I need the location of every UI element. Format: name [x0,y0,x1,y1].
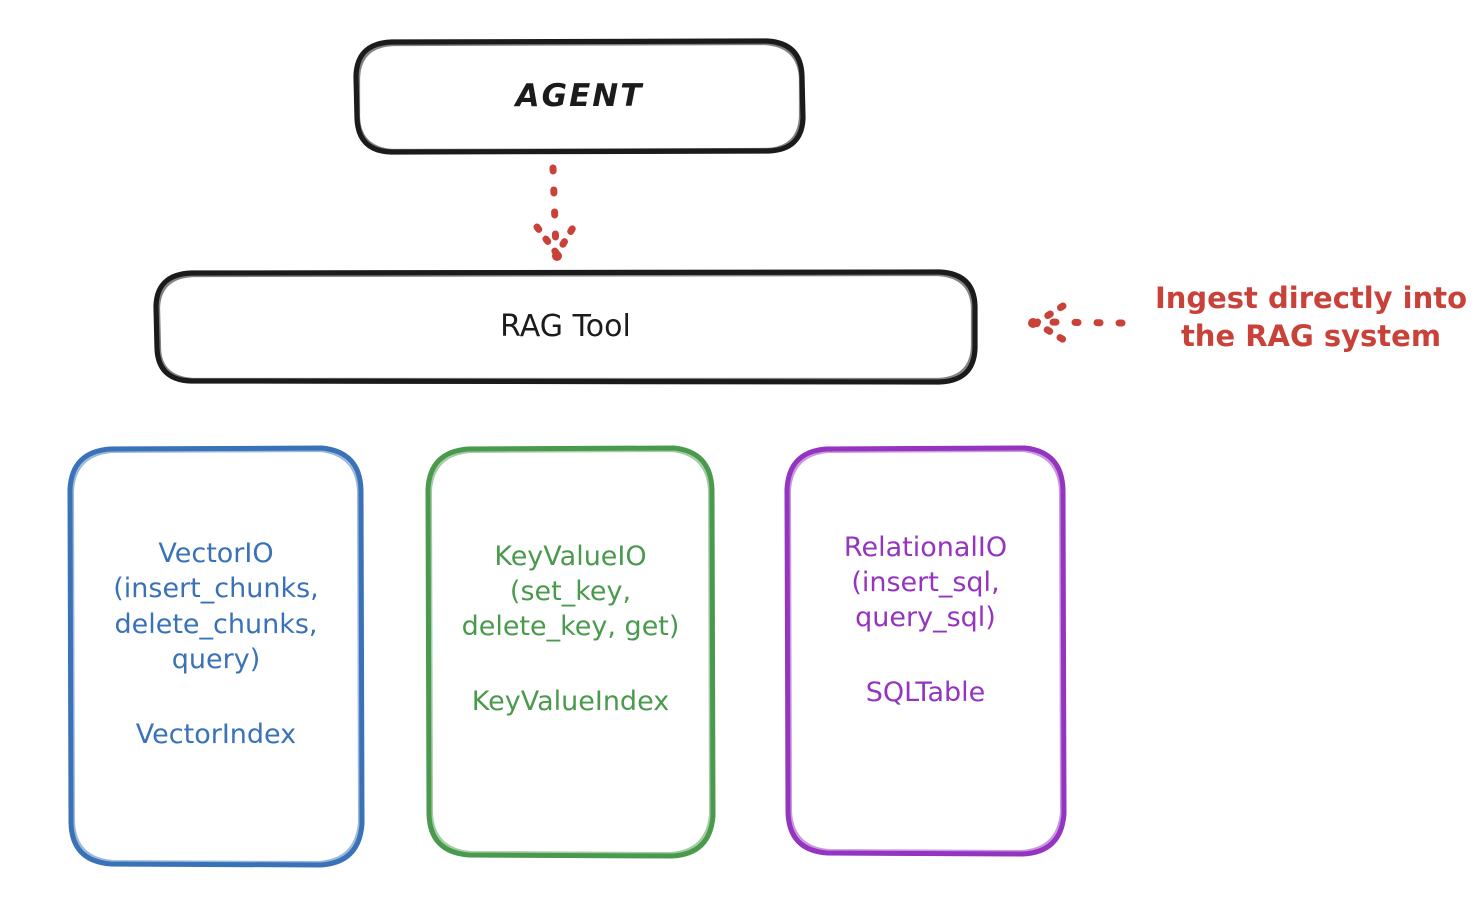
agent-box-shape [353,38,806,155]
rag-tool-label: RAG Tool [500,308,631,344]
rag-tool-node[interactable]: RAG Tool [156,272,975,382]
ingest-arrow [1028,302,1126,344]
key-value-io-node[interactable]: KeyValueIO (set_key, delete_key, get) Ke… [428,448,713,856]
vector-io-label: VectorIO (insert_chunks, delete_chunks, … [113,538,319,675]
agent-label: AGENT [515,77,644,114]
agent-node[interactable]: AGENT [356,41,803,152]
vector-io-box-shape [67,445,365,868]
vector-io-node[interactable]: VectorIO (insert_chunks, delete_chunks, … [70,448,362,866]
rag-tool-box-shape [153,269,978,385]
key-value-io-box-shape [425,445,716,859]
key-value-io-label: KeyValueIO (set_key, delete_key, get) [461,540,680,643]
relational-io-label: RelationalIO (insert_sql, query_sql) [843,531,1008,634]
key-value-index-label: KeyValueIndex [471,686,670,718]
relational-io-box-shape [784,445,1067,857]
sql-table-label: SQLTable [865,677,986,709]
ingest-annotation-text: Ingest directly into the RAG system [1154,281,1468,354]
agent-to-rag-tool-arrow [533,164,578,261]
vector-index-label: VectorIndex [135,718,297,750]
relational-io-node[interactable]: RelationalIO (insert_sql, query_sql) SQL… [787,448,1064,854]
